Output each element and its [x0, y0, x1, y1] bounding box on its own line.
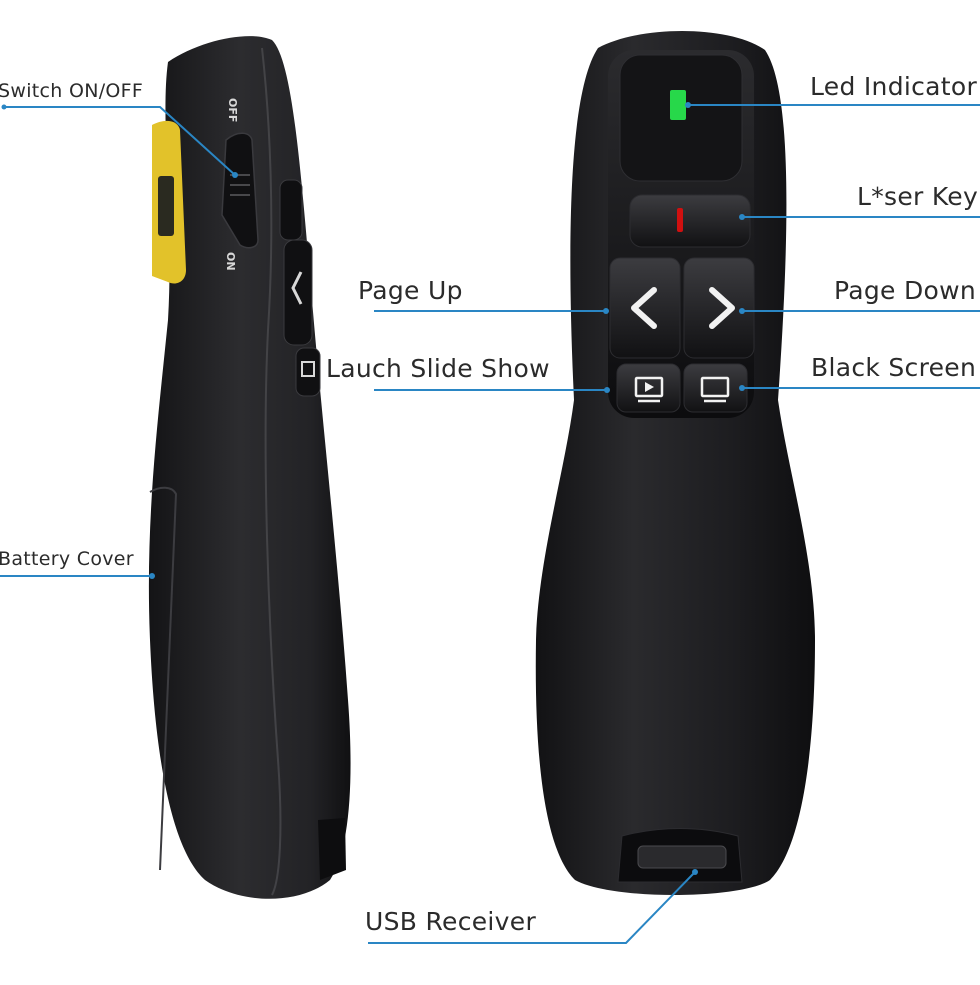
led-indicator-light	[670, 90, 686, 120]
switch-callout-line	[4, 106, 236, 176]
label-black-screen: Black Screen	[811, 353, 977, 382]
black-screen-key[interactable]	[683, 363, 748, 413]
sticker-barcode	[158, 176, 174, 236]
side-screen-icon	[301, 361, 315, 377]
side-key-page-up	[283, 239, 313, 346]
switch-on-text: ON	[224, 252, 237, 271]
label-switch: Switch ON/OFF	[0, 80, 144, 102]
usb-receiver-plug	[637, 845, 727, 869]
power-switch[interactable]	[221, 132, 259, 249]
laser-key[interactable]	[629, 194, 751, 248]
side-edge-highlight	[261, 47, 282, 896]
side-key-launch	[295, 347, 321, 397]
play-screen-icon	[634, 376, 664, 398]
label-battery-cover: Battery Cover	[0, 548, 134, 570]
battery-cover-seam	[149, 486, 178, 871]
side-key-laser	[279, 179, 303, 241]
page-up-key[interactable]	[609, 257, 681, 359]
label-laser-key: L*ser Key	[857, 182, 979, 211]
side-usb-port	[318, 818, 346, 880]
presenter-front-view	[535, 30, 815, 895]
callout-lines	[0, 102, 980, 944]
chevron-left-icon	[631, 287, 657, 329]
monitor-icon	[700, 376, 730, 398]
laser-dot-icon	[677, 208, 683, 232]
side-chevron-icon	[291, 271, 303, 305]
label-page-up: Page Up	[358, 276, 463, 305]
label-page-down: Page Down	[834, 276, 977, 305]
usb-callout-line	[368, 871, 696, 944]
label-launch-slide-show: Lauch Slide Show	[326, 354, 550, 383]
label-usb-receiver: USB Receiver	[365, 907, 537, 936]
label-led-indicator: Led Indicator	[810, 72, 978, 101]
switch-off-text: OFF	[226, 98, 239, 122]
presenter-side-view: OFF ON	[148, 36, 351, 899]
page-down-key[interactable]	[683, 257, 755, 359]
chevron-right-icon	[709, 287, 735, 329]
